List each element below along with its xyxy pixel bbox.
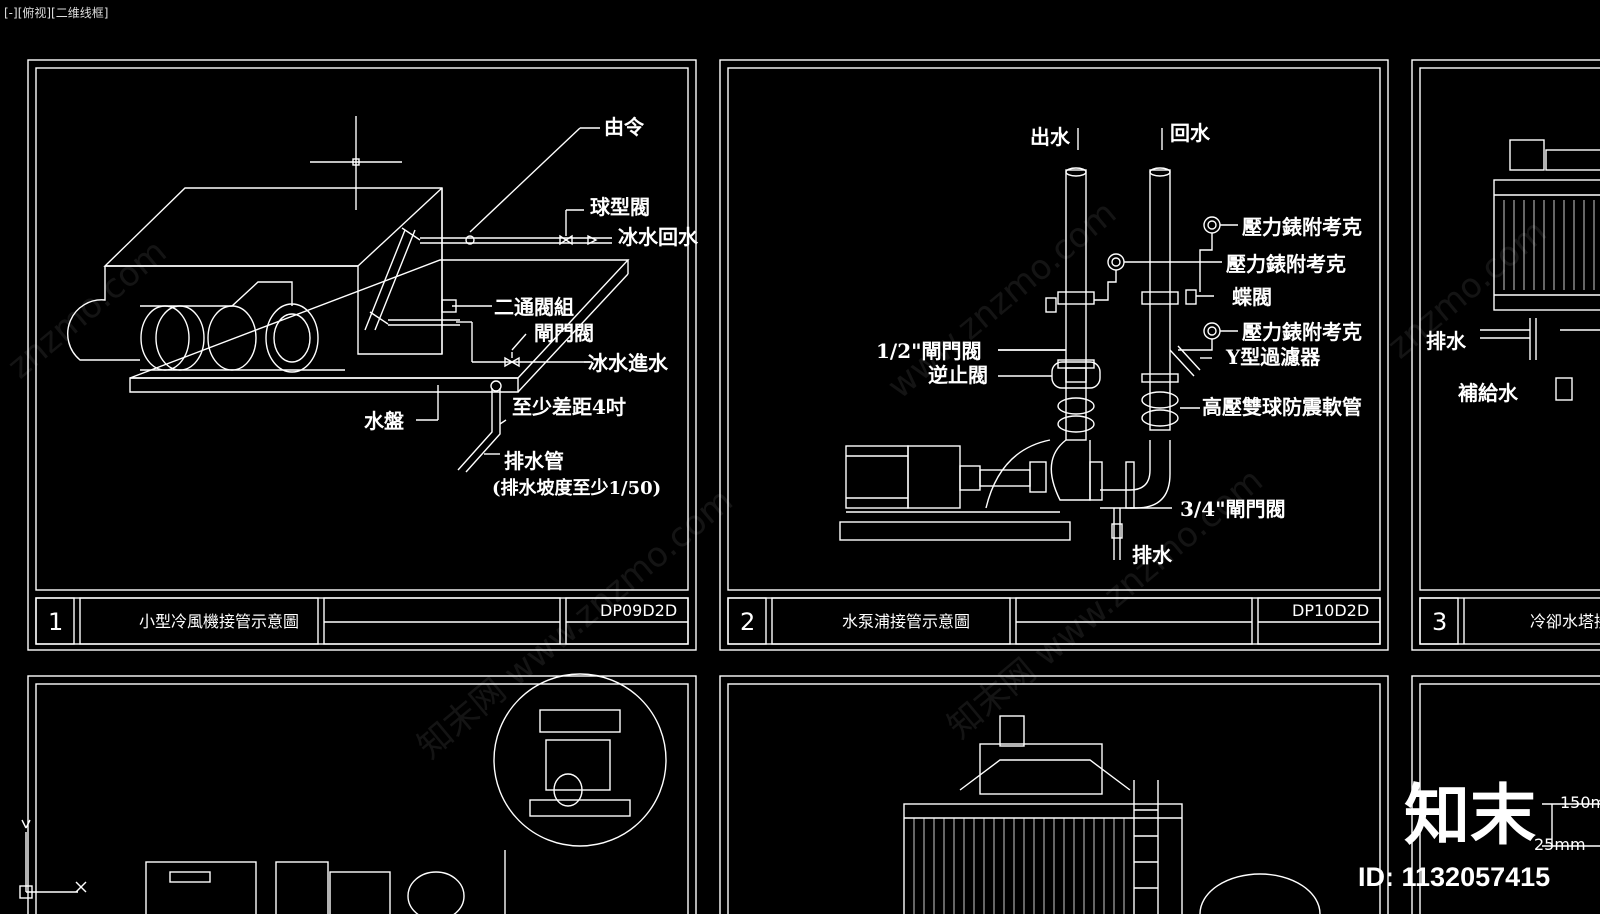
label-pressure-gauge-1: 壓力錶附考克 [1242, 215, 1362, 239]
label-y-strainer: Y型過濾器 [1225, 345, 1321, 369]
label-chilled-return: 冰水回水 [618, 225, 699, 249]
panel-1-outer-frame [27, 59, 697, 651]
label-min-gap: 至少差距4吋 [512, 395, 626, 419]
title-block-number-2: 2 [740, 608, 755, 636]
panel-3-outer-frame [1411, 59, 1600, 651]
title-block-number-3: 3 [1432, 608, 1447, 636]
panel-5-cooling-tower [719, 675, 1389, 914]
label-pressure-gauge-3: 壓力錶附考克 [1242, 320, 1362, 344]
label-ball-valve: 球型閥 [590, 195, 650, 219]
label-drain-slope: (排水坡度至少1/50) [492, 477, 661, 499]
label-gate-valve: 閘門閥 [534, 321, 594, 345]
label-drain-pipe: 排水管 [504, 449, 564, 473]
watermark-4: 知末网 www.znzmo.com [940, 460, 1271, 746]
dim-25: 25mm [1534, 835, 1586, 854]
label-chilled-supply: 冰水進水 [588, 351, 669, 375]
label-return: 回水 [1170, 121, 1211, 145]
title-block-title-3: 冷卻水塔接管 [1530, 612, 1600, 631]
label-p3-drain: 排水 [1426, 329, 1467, 353]
title-block-title-2: 水泵浦接管示意圖 [842, 612, 970, 631]
label-check-valve: 逆止閥 [928, 363, 988, 387]
panel-1-inner-frame [35, 67, 689, 591]
label-makeup-water: 補給水 [1457, 381, 1519, 405]
panel-2-outer-frame [719, 59, 1389, 651]
watermark-1: znzmo.com [0, 232, 174, 387]
panel-4-chiller [19, 673, 697, 914]
title-block-code-1: DP09D2D [600, 601, 677, 620]
panel-6-detail [1411, 675, 1600, 914]
label-drain-pan: 水盤 [364, 409, 405, 433]
label-pressure-gauge-2: 壓力錶附考克 [1226, 252, 1346, 276]
tower-fill-hatch [913, 200, 1595, 914]
viewport-label[interactable]: [-][俯视][二维线框] [4, 6, 109, 20]
panel-2-pump [719, 59, 1389, 651]
label-two-way-valve-set: 二通閥組 [494, 295, 574, 319]
watermark-2: 知末网 www.znzmo.com [410, 480, 741, 766]
label-butterfly-valve: 蝶閥 [1232, 285, 1272, 309]
label-three-quarter-gate-valve: 3/4"閘門閥 [1180, 497, 1286, 521]
dim-150: 150mm [1560, 793, 1600, 812]
panel-2-inner-frame [727, 67, 1381, 591]
label-half-inch-gate-valve: 1/2"閘門閥 [876, 339, 982, 363]
title-block-code-2: DP10D2D [1292, 601, 1369, 620]
watermark-3: www.znzmo.com [880, 193, 1124, 407]
panel-1-fan-coil [27, 59, 697, 651]
label-youling: 由令 [604, 115, 645, 139]
label-flex-connector: 高壓雙球防震軟管 [1202, 395, 1362, 419]
isolator-detail-circle [493, 673, 667, 847]
brand-id-text: ID: 1132057415 [1358, 862, 1550, 892]
title-block-title-1: 小型冷風機接管示意圖 [139, 612, 299, 631]
brand-logo-text: 知末 [1404, 777, 1536, 854]
label-drain: 排水 [1132, 543, 1173, 567]
title-block-number-1: 1 [48, 608, 63, 636]
label-outlet: 出水 [1030, 125, 1071, 149]
watermark-5: znzmo.com [1380, 212, 1554, 367]
panel-3-cooling-tower [1411, 59, 1600, 651]
